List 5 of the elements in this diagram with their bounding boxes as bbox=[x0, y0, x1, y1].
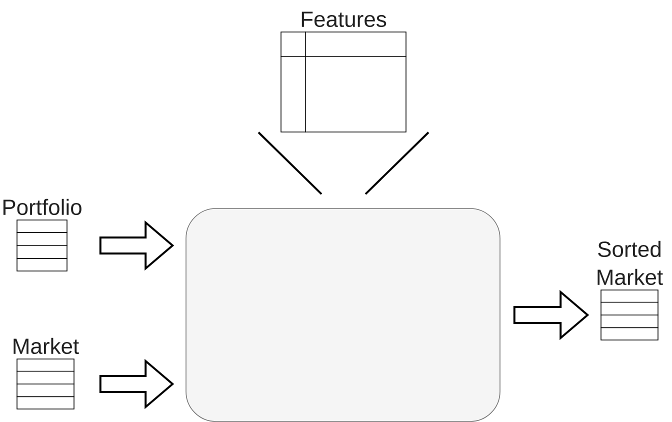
funnel-lines bbox=[258, 131, 430, 196]
process-box bbox=[186, 208, 500, 422]
block-arrow bbox=[99, 358, 174, 410]
block-arrow bbox=[513, 290, 590, 340]
block-arrow bbox=[99, 220, 174, 271]
